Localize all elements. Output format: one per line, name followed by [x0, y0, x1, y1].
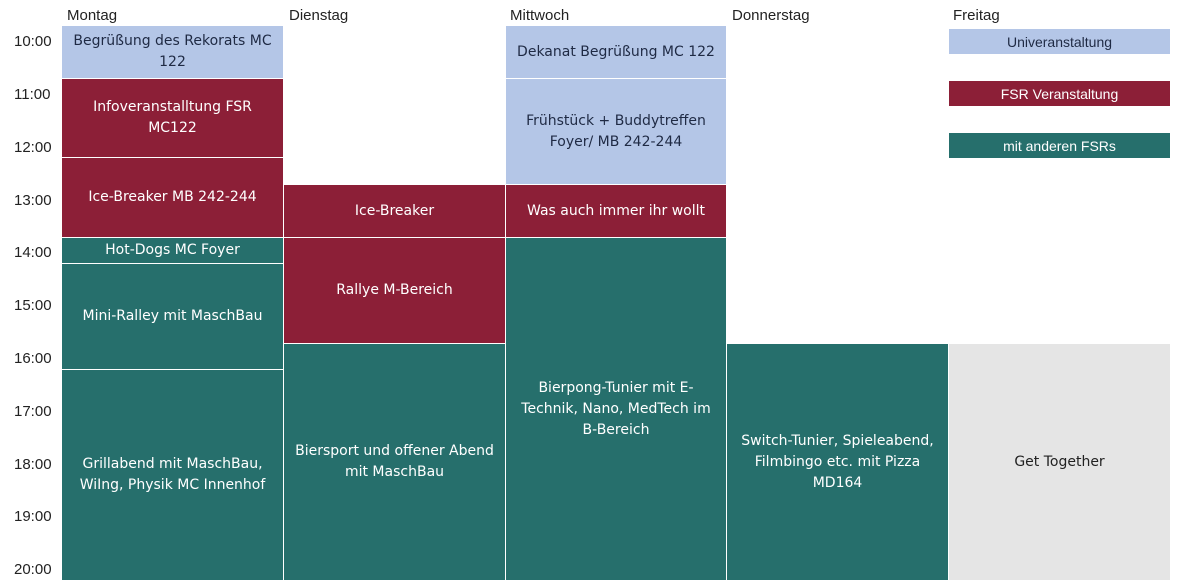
event-fruehstueck-buddytreffen[interactable]: Frühstück + Buddytreffen Foyer/ MB 242-2… [506, 79, 727, 185]
time-label: 11:00 [14, 86, 51, 103]
event-rallye-m-bereich[interactable]: Rallye M-Bereich [284, 238, 506, 344]
legend-univeranstaltung: Univeranstaltung [949, 29, 1170, 54]
legend-andere-fsrs: mit anderen FSRs [949, 133, 1170, 158]
event-begruessung-rektorat[interactable]: Begrüßung des Rekorats MC 122 [62, 26, 284, 79]
event-grillabend[interactable]: Grillabend mit MaschBau, WiIng, Physik M… [62, 370, 284, 581]
time-label: 20:00 [14, 561, 52, 578]
event-was-auch-immer[interactable]: Was auch immer ihr wollt [506, 185, 727, 238]
event-ice-breaker-dienstag[interactable]: Ice-Breaker [284, 185, 506, 238]
time-label: 12:00 [14, 139, 52, 156]
day-header-donnerstag: Donnerstag [732, 7, 810, 24]
event-infoveranstaltung-fsr[interactable]: Infoveranstalltung FSR MC122 [62, 79, 284, 158]
event-dekanat-begruessung[interactable]: Dekanat Begrüßung MC 122 [506, 26, 727, 79]
time-label: 13:00 [14, 192, 52, 209]
event-biersport[interactable]: Biersport und offener Abend mit MaschBau [284, 344, 506, 581]
time-label: 17:00 [14, 403, 52, 420]
day-header-dienstag: Dienstag [289, 7, 349, 24]
legend-fsr-veranstaltung: FSR Veranstaltung [949, 81, 1170, 106]
day-header-montag: Montag [67, 7, 118, 24]
day-header-freitag: Freitag [953, 7, 1000, 24]
day-header-mittwoch: Mittwoch [510, 7, 570, 24]
time-label: 14:00 [14, 244, 52, 261]
event-hot-dogs[interactable]: Hot-Dogs MC Foyer [62, 238, 284, 264]
time-label: 15:00 [14, 297, 52, 314]
event-ice-breaker-montag[interactable]: Ice-Breaker MB 242-244 [62, 158, 284, 238]
time-label: 16:00 [14, 350, 52, 367]
event-mini-ralley[interactable]: Mini-Ralley mit MaschBau [62, 264, 284, 370]
time-label: 18:00 [14, 456, 52, 473]
event-bierpong-tunier[interactable]: Bierpong-Tunier mit E-Technik, Nano, Med… [506, 238, 727, 581]
event-get-together[interactable]: Get Together [949, 344, 1170, 581]
time-label: 10:00 [14, 33, 52, 50]
time-label: 19:00 [14, 508, 52, 525]
event-switch-tunier[interactable]: Switch-Tunier, Spieleabend, Filmbingo et… [727, 344, 949, 581]
